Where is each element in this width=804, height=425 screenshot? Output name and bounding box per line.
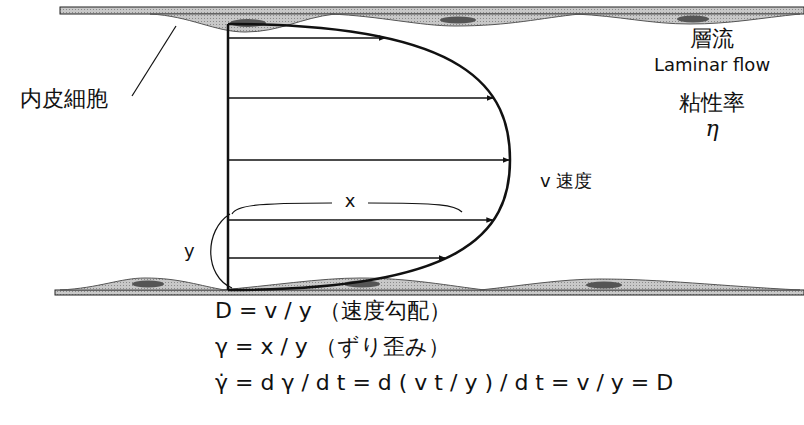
flow-title-en: Laminar flow: [654, 54, 770, 76]
velocity-arrow: [229, 219, 493, 221]
velocity-arrows: [229, 38, 509, 258]
velocity-arrow: [229, 37, 385, 39]
formula: γ = x / y （ずり歪み）: [215, 334, 450, 360]
velocity-label: v 速度: [540, 170, 592, 192]
flow-title: 層流: [690, 26, 734, 52]
velocity-profile: [228, 24, 510, 290]
viscosity-symbol: η: [705, 116, 718, 142]
y-arc: [211, 214, 232, 288]
viscosity-label: 粘性率: [679, 90, 745, 116]
x-arc: [232, 203, 332, 214]
cell-label: 内皮細胞: [20, 86, 108, 112]
formula: γ̇ = d γ / d t = d ( v t / y ) / d t = v…: [215, 370, 673, 396]
velocity-arrow: [229, 257, 445, 259]
endothelial-cells: [60, 278, 800, 290]
height-label: y: [184, 240, 195, 262]
vessel-wall: [60, 7, 804, 14]
leader-line: [132, 26, 176, 96]
x-arc: [368, 203, 462, 212]
velocity-arrow: [229, 97, 493, 99]
vessel-wall: [55, 290, 804, 295]
distance-label: x: [345, 190, 356, 212]
profile-base: [227, 24, 230, 290]
velocity-arrow: [229, 159, 509, 161]
formula: D = v / y （速度勾配）: [215, 298, 451, 324]
